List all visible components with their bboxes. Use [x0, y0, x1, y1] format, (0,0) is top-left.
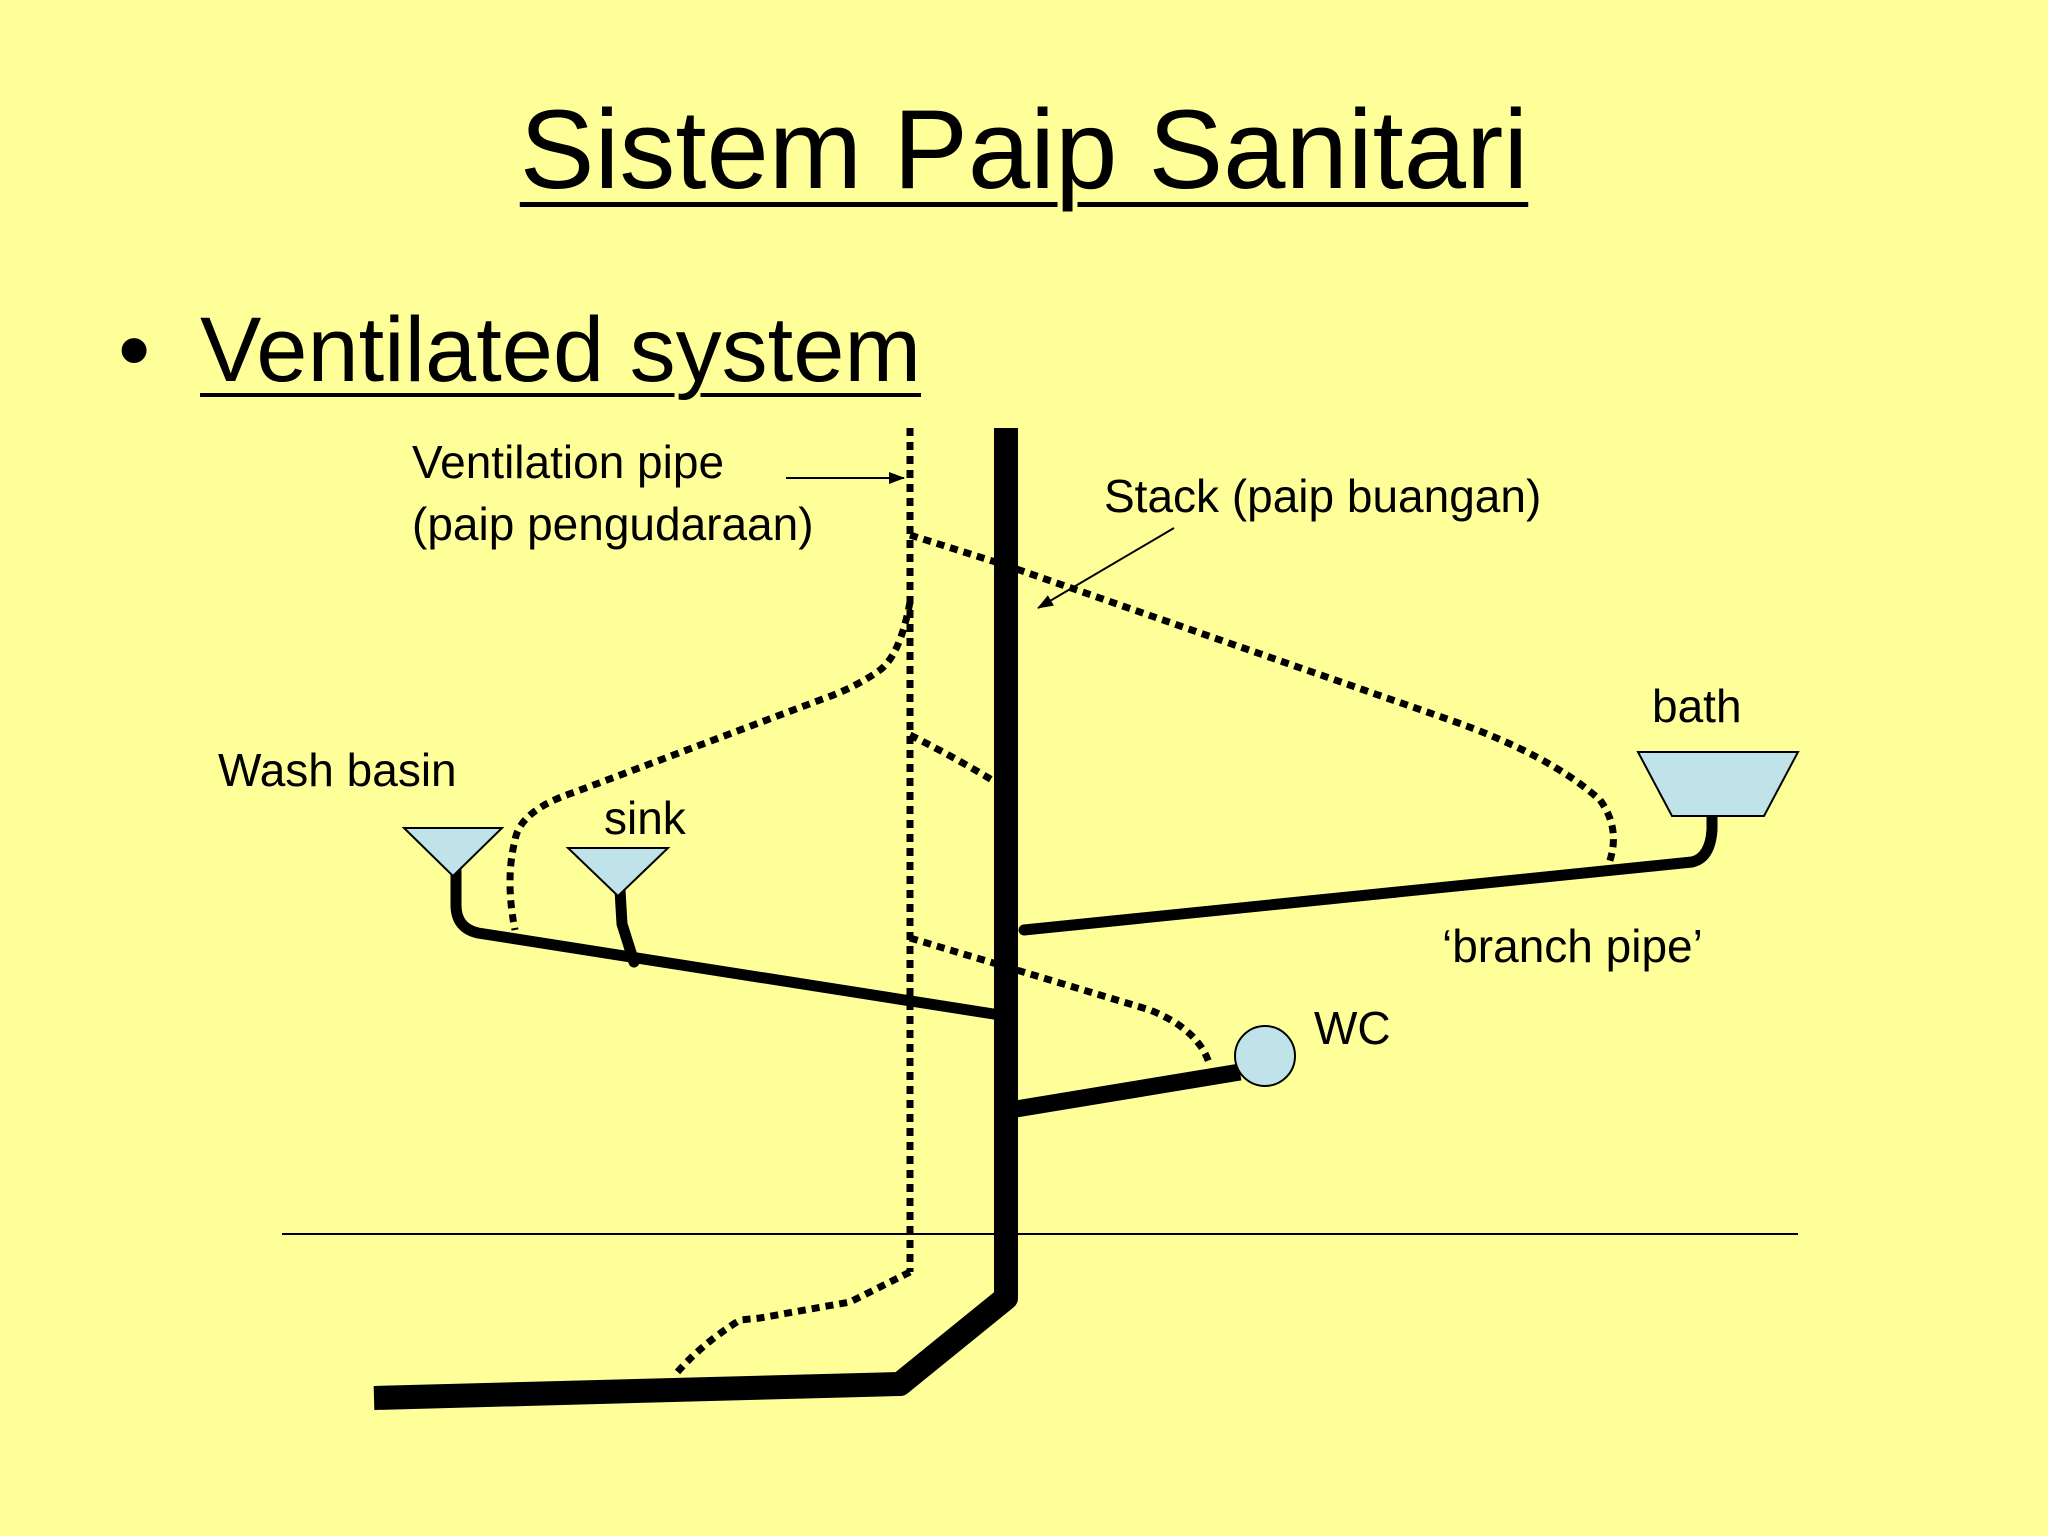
bath-label: bath: [1652, 680, 1742, 732]
vent-branch-stack: [908, 731, 1002, 788]
stack-label: Stack (paip buangan): [1104, 470, 1541, 522]
branch-pipe-basin: [450, 864, 1006, 1021]
bullet-text: Ventilated system: [200, 299, 922, 401]
bath-fixture: [1636, 751, 1800, 817]
branch-pipe-wc: [1014, 1063, 1242, 1118]
vent-branch-basin: [506, 601, 914, 931]
wc-fixture: [1234, 1025, 1296, 1087]
branch-pipe-bath: [1018, 809, 1718, 936]
bullet-item: • Ventilated system: [118, 299, 922, 401]
bullet-dot: •: [118, 299, 151, 401]
vent-branch-drain: [671, 1268, 912, 1379]
sink-label: sink: [604, 792, 687, 844]
sink-fixture: [565, 847, 671, 898]
wc-label: WC: [1314, 1002, 1391, 1054]
vent-branch-wc: [908, 934, 1214, 1068]
vent-branch-bath: [908, 531, 1617, 868]
stack-pipe: [373, 428, 1018, 1410]
wash-basin-fixture: [401, 827, 505, 878]
branch-pipe-label: ‘branch pipe’: [1442, 920, 1703, 972]
ventilation-pipe-label-alt: (paip pengudaraan): [412, 498, 814, 550]
stack-arrow: [1037, 527, 1175, 609]
slide-title: Sistem Paip Sanitari: [519, 87, 1529, 212]
wash-basin-label: Wash basin: [218, 744, 457, 796]
ventilation-pipe-label: Ventilation pipe: [412, 436, 724, 488]
branch-pipe-sink: [614, 884, 640, 968]
